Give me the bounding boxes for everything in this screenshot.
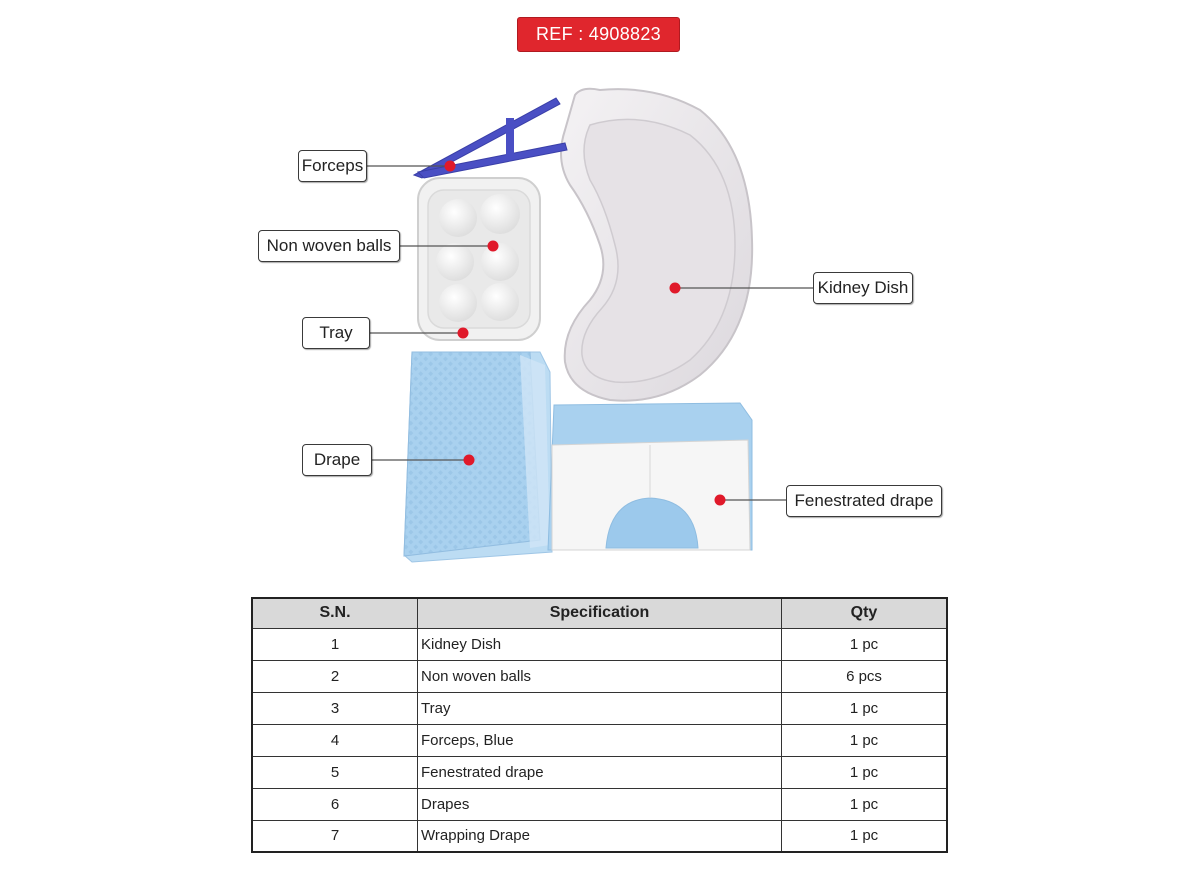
- table-row: 7 Wrapping Drape 1 pc: [251, 819, 948, 853]
- fenestrated-drape-item: [547, 402, 753, 551]
- tray-item: [417, 177, 541, 341]
- cell-sn: 7: [251, 819, 418, 853]
- specification-table: S.N. Specification Qty 1 Kidney Dish 1 p…: [251, 597, 948, 853]
- table-row: 1 Kidney Dish 1 pc: [251, 627, 948, 661]
- forceps-item: [412, 97, 568, 179]
- cell-spec: Kidney Dish: [417, 627, 782, 661]
- callout-non-woven-balls: Non woven balls: [258, 230, 400, 262]
- callout-kidney-dish: Kidney Dish: [813, 272, 913, 304]
- cell-spec: Fenestrated drape: [417, 755, 782, 789]
- cell-qty: 1 pc: [781, 627, 948, 661]
- ref-badge: REF : 4908823: [517, 17, 680, 52]
- drape-item: [403, 351, 553, 563]
- cell-spec: Wrapping Drape: [417, 819, 782, 853]
- cell-sn: 1: [251, 627, 418, 661]
- cell-qty: 6 pcs: [781, 659, 948, 693]
- kidney-dish-item: [560, 87, 754, 402]
- table-row: 3 Tray 1 pc: [251, 691, 948, 725]
- marker-dots: [444, 160, 726, 506]
- callout-drape: Drape: [302, 444, 372, 476]
- header-qty: Qty: [781, 597, 948, 629]
- cell-sn: 5: [251, 755, 418, 789]
- cell-sn: 6: [251, 787, 418, 821]
- cell-qty: 1 pc: [781, 691, 948, 725]
- cell-qty: 1 pc: [781, 723, 948, 757]
- table-header-row: S.N. Specification Qty: [251, 597, 948, 629]
- table-row: 2 Non woven balls 6 pcs: [251, 659, 948, 693]
- cell-sn: 4: [251, 723, 418, 757]
- cell-sn: 3: [251, 691, 418, 725]
- callout-forceps: Forceps: [298, 150, 367, 182]
- leader-lines: [366, 165, 813, 501]
- callout-tray: Tray: [302, 317, 370, 349]
- product-photo: [366, 87, 813, 563]
- header-specification: Specification: [417, 597, 782, 629]
- callout-fenestrated-drape: Fenestrated drape: [786, 485, 942, 517]
- header-sn: S.N.: [251, 597, 418, 629]
- cell-qty: 1 pc: [781, 755, 948, 789]
- cell-sn: 2: [251, 659, 418, 693]
- cell-spec: Tray: [417, 691, 782, 725]
- table-row: 5 Fenestrated drape 1 pc: [251, 755, 948, 789]
- cell-spec: Drapes: [417, 787, 782, 821]
- cell-spec: Forceps, Blue: [417, 723, 782, 757]
- cell-spec: Non woven balls: [417, 659, 782, 693]
- table-row: 6 Drapes 1 pc: [251, 787, 948, 821]
- cell-qty: 1 pc: [781, 787, 948, 821]
- table-row: 4 Forceps, Blue 1 pc: [251, 723, 948, 757]
- cell-qty: 1 pc: [781, 819, 948, 853]
